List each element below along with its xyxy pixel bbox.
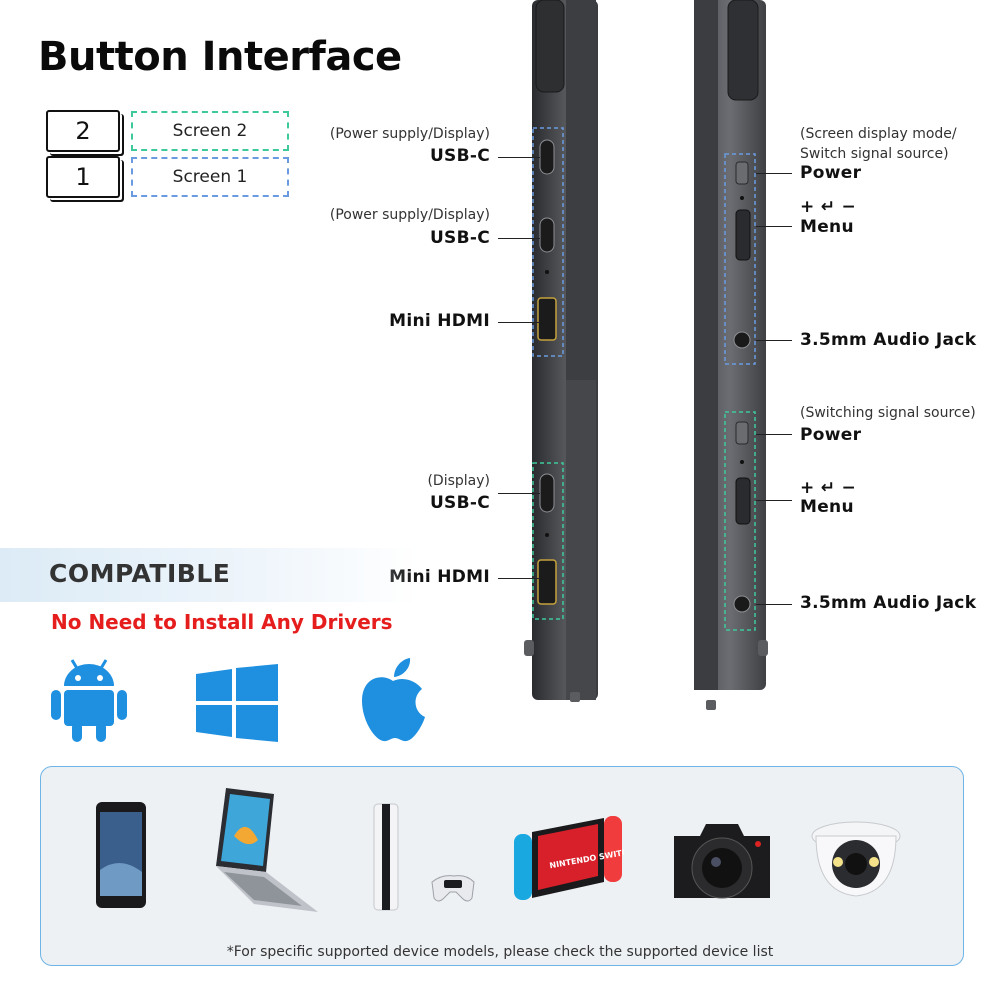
apple-icon — [362, 658, 425, 742]
leader-line — [756, 604, 792, 605]
compatible-subtitle: No Need to Install Any Drivers — [51, 610, 393, 634]
menu-symbols-1: + ↵ − — [800, 197, 857, 217]
leader-line — [756, 500, 792, 501]
right-side-device — [694, 0, 768, 710]
camera-icon — [674, 824, 770, 899]
port-note-usbc-2: (Power supply/Display) — [329, 207, 490, 223]
game-console-icon — [373, 803, 475, 911]
screen-2-box: 2 — [46, 110, 120, 152]
menu-label-1: Menu — [800, 217, 854, 237]
leader-line — [498, 322, 540, 323]
nintendo-switch-icon: NINTENDO SWITCH — [514, 816, 624, 900]
port-note-usbc-3: (Display) — [427, 473, 490, 489]
screen-1-box: 1 — [46, 156, 120, 198]
port-name-usbc-2: USB-C — [429, 228, 490, 248]
leader-line — [756, 434, 792, 435]
leader-line — [756, 340, 792, 341]
port-name-usbc-3: USB-C — [429, 493, 490, 513]
port-name-usbc-1: USB-C — [429, 146, 490, 166]
power-note-1a: (Screen display mode/ — [800, 126, 957, 142]
port-name-mini-hdmi-1: Mini HDMI — [389, 311, 490, 331]
leader-line — [498, 238, 540, 239]
audio-jack-label-2: 3.5mm Audio Jack — [800, 593, 977, 613]
device-panel — [40, 766, 964, 966]
menu-label-2: Menu — [800, 497, 854, 517]
device-support-note: *For specific supported device models, p… — [226, 944, 774, 960]
power-note-2: (Switching signal source) — [800, 405, 976, 421]
power-label-1: Power — [800, 163, 862, 183]
power-note-1b: Switch signal source) — [800, 146, 949, 162]
screen-1-legend-label: Screen 1 — [131, 157, 289, 197]
leader-line — [756, 173, 792, 174]
leader-line — [498, 157, 540, 158]
compatible-title: COMPATIBLE — [49, 559, 231, 588]
android-icon — [51, 659, 127, 742]
windows-icon — [196, 664, 278, 742]
monitor-side-views — [524, 0, 768, 710]
left-side-device — [524, 0, 598, 702]
smartphone-icon — [96, 802, 146, 908]
port-note-usbc-1: (Power supply/Display) — [329, 126, 490, 142]
menu-symbols-2: + ↵ − — [800, 478, 857, 498]
power-label-2: Power — [800, 425, 862, 445]
screen-2-number: 2 — [75, 117, 91, 145]
security-camera-icon — [811, 821, 901, 897]
page-title: Button Interface — [38, 34, 402, 80]
screen-1-number: 1 — [75, 163, 91, 191]
laptop-icon — [216, 788, 318, 912]
compatible-band — [0, 548, 420, 602]
leader-line — [498, 493, 540, 494]
screen-2-legend-label: Screen 2 — [131, 111, 289, 151]
audio-jack-label-1: 3.5mm Audio Jack — [800, 330, 977, 350]
leader-line — [498, 578, 540, 579]
leader-line — [756, 226, 792, 227]
